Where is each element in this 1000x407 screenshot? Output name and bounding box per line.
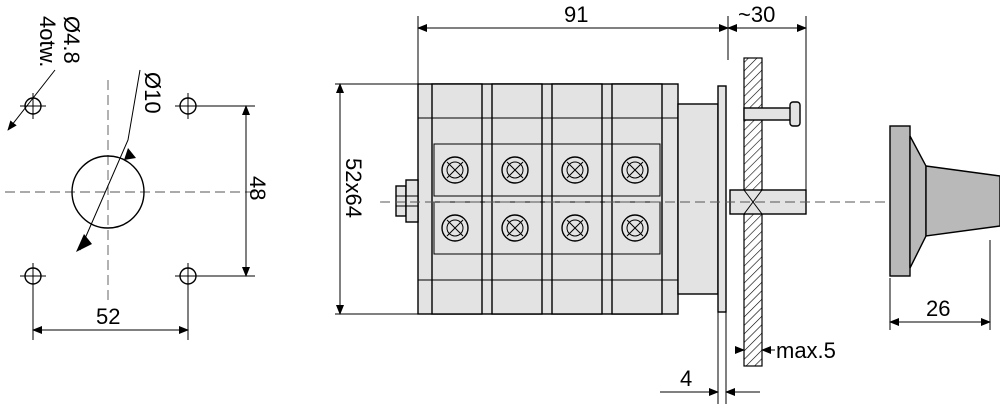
body-length-label: 91 (564, 2, 588, 27)
terminal-screws-bottom (441, 214, 649, 242)
center-hole-leader (79, 69, 141, 251)
switch-side-view: 52x64 91 ~30 (335, 2, 836, 404)
small-hole-bottom-right (175, 263, 201, 289)
shaft-length-label: ~30 (738, 2, 775, 27)
small-hole-top-right (175, 93, 201, 119)
mounting-pattern-view: Ø4.8 4otw. Ø10 48 52 (5, 16, 270, 340)
front-housing (677, 103, 719, 295)
horizontal-spacing-label: 52 (96, 304, 120, 329)
hole-count-label: 4otw. (35, 16, 60, 67)
fixing-screw (743, 101, 801, 127)
terminal-screws-top (441, 156, 649, 184)
mounting-flange (717, 85, 727, 313)
small-hole-leader (7, 69, 56, 131)
body-size-label: 52x64 (341, 158, 366, 218)
small-hole-bottom-left (20, 263, 46, 289)
knob-base (889, 125, 911, 277)
small-hole-top-left (20, 93, 46, 119)
knob-view: 26 (889, 125, 1000, 330)
knob-grip (925, 165, 1000, 237)
plate-thickness-label: 4 (680, 366, 692, 391)
vertical-spacing-label: 48 (245, 176, 270, 200)
knob-width-label: 26 (926, 296, 950, 321)
hole-big-dia-label: Ø10 (140, 72, 165, 114)
panel-max-label: max.5 (776, 338, 836, 363)
contact-decks (418, 83, 678, 315)
center-hole (71, 155, 145, 229)
knob-taper (909, 135, 927, 269)
hole-small-dia-label: Ø4.8 (59, 16, 84, 64)
side-bolt (395, 179, 419, 223)
